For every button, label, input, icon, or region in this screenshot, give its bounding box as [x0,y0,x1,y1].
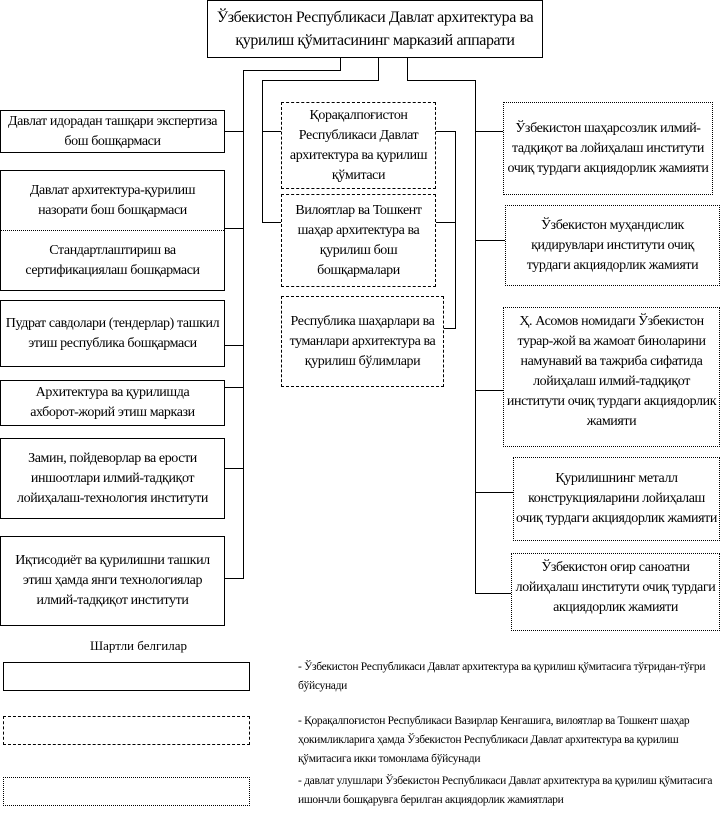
left-unit-label-wrap: Давлат архитектура-қурилиш назорати бош … [1,171,224,230]
regional-unit-box: Қорақалпоғистон Республикаси Давлат архи… [281,102,436,189]
left-unit-box: Замин, пойдеворлар ва ерости иншоотлари … [0,438,225,519]
joint-stock-company-label: Ўзбекистон муҳандислик қидирувлари инсти… [526,217,699,273]
joint-stock-company-label: Ўзбекистон шаҳарсозлик илмий-тадқиқот ва… [507,120,709,176]
left-unit-label: Давлат идорадан ташқари экспертиза бош б… [7,113,218,149]
joint-stock-company-label: Ҳ. Асомов номидаги Ўзбекистон турар-жой … [506,314,717,429]
joint-stock-company-box: Ўзбекистон муҳандислик қидирувлари инсти… [505,205,720,286]
regional-unit-label: Вилоятлар ва Тошкент шаҳар архитектура в… [295,202,422,278]
left-unit-label: Давлат архитектура-қурилиш назорати бош … [29,182,196,218]
joint-stock-company-label: Ўзбекистон оғир саноатни лойиҳалаш инсти… [515,560,716,615]
regional-unit-box: Вилоятлар ва Тошкент шаҳар архитектура в… [281,194,436,287]
left-unit-box: Давлат идорадан ташқари экспертиза бош б… [0,110,225,153]
joint-stock-company-box: Ўзбекистон шаҳарсозлик илмий-тадқиқот ва… [503,102,713,195]
legend-dashed-text: - Қорақалпоғистон Республикаси Вазирлар … [298,715,690,765]
legend-dotted-text: - давлат улушлари Ўзбекистон Республикас… [298,775,713,806]
central-apparatus-line1: Ўзбекистон Республикаси Давлат архитекту… [216,9,534,26]
joint-stock-company-label: Қурилишнинг металл конструкцияларини лой… [516,471,717,526]
central-apparatus-line2: қурилиш қўмитасининг марказий аппарати [235,32,515,49]
left-unit-label: Стандартлаштириш ва сертификациялаш бошқ… [25,242,200,278]
regional-unit-label: Қорақалпоғистон Республикаси Давлат архи… [289,107,428,183]
left-unit-label: Архитектура ва қурилишда ахборот-жорий э… [30,385,195,420]
left-unit-label-wrap: Стандартлаштириш ва сертификациялаш бошқ… [1,231,224,290]
joint-stock-company-box: Қурилишнинг металл конструкцияларини лой… [513,457,720,541]
left-unit-label: Пудрат савдолари (тендерлар) ташкил этиш… [5,315,220,351]
regional-unit-box: Республика шаҳарлари ва туманлари архите… [281,296,444,387]
dotted-divider [1,230,224,231]
left-unit-box: Архитектура ва қурилишда ахборот-жорий э… [0,380,225,426]
left-unit-label: Замин, пойдеворлар ва ерости иншоотлари … [17,450,208,506]
legend-dashed-box [3,716,250,745]
regional-unit-label: Республика шаҳарлари ва туманлари архите… [289,313,436,369]
left-unit-box: Пудрат савдолари (тендерлар) ташкил этиш… [0,300,225,367]
central-apparatus-box: Ўзбекистон Республикаси Давлат архитекту… [207,0,543,58]
joint-stock-company-box: Ўзбекистон оғир саноатни лойиҳалаш инсти… [511,553,720,631]
legend-dotted-box [3,777,250,806]
legend-solid-text: - Ўзбекистон Республикаси Давлат архитек… [298,661,706,692]
left-unit-box: Иқтисодиёт ва қурилишни ташкил этиш ҳамд… [0,536,225,626]
joint-stock-company-box: Ҳ. Асомов номидаги Ўзбекистон турар-жой … [503,307,720,447]
legend-solid-box [3,662,250,691]
left-unit-box-combined: Давлат архитектура-қурилиш назорати бош … [0,170,225,291]
left-unit-label: Иқтисодиёт ва қурилишни ташкил этиш ҳамд… [15,553,210,608]
legend-title: Шартли белгилар [90,638,188,653]
